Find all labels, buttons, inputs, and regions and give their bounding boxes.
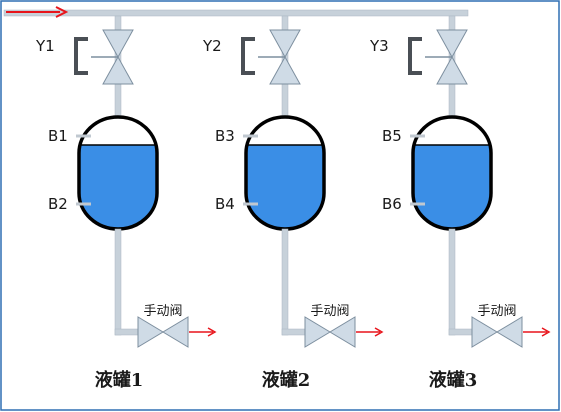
sensor-bottom-label: B2	[48, 195, 68, 213]
manual-valve-label: 手动阀	[310, 304, 349, 319]
manual-valve-body-right	[496, 316, 523, 348]
manual-valve-body-right	[162, 316, 189, 348]
outlet-pipe-horizontal	[114, 328, 140, 336]
manual-valve-body-left	[137, 316, 164, 348]
solenoid-valve-body-top	[102, 29, 134, 59]
solenoid-valve-body-bottom	[102, 55, 134, 85]
solenoid-valve-body-bottom	[269, 55, 301, 85]
sensor-top-label: B5	[382, 127, 402, 145]
actuator-bracket	[74, 37, 88, 75]
solenoid-valve-label: Y3	[369, 37, 389, 55]
inlet-flow-arrow	[6, 6, 69, 18]
sensor-top-label: B1	[48, 127, 68, 145]
solenoid-valve-label: Y2	[202, 37, 222, 55]
outlet-flow-arrowhead	[541, 327, 551, 337]
main-supply-pipe	[3, 9, 469, 17]
manual-valve-body-left	[471, 316, 498, 348]
solenoid-valve-body-top	[269, 29, 301, 59]
solenoid-valve-body-bottom	[436, 55, 468, 85]
outlet-flow-arrowhead	[207, 327, 217, 337]
tank-outline	[244, 115, 326, 231]
tank-liquid	[413, 145, 491, 229]
manual-valve-body-left	[304, 316, 331, 348]
manual-valve-label: 手动阀	[477, 304, 516, 319]
tank-name-label: 液罐2	[262, 369, 311, 391]
tank-outline	[77, 115, 159, 231]
manual-valve-body-right	[329, 316, 356, 348]
outlet-pipe-vertical	[114, 228, 122, 336]
solenoid-valve-body-top	[436, 29, 468, 59]
tank-liquid	[79, 145, 157, 229]
outlet-pipe-horizontal	[448, 328, 474, 336]
solenoid-valve-label: Y1	[35, 37, 55, 55]
manual-valve-label: 手动阀	[143, 304, 182, 319]
actuator-bracket	[408, 37, 422, 75]
sensor-top-label: B3	[215, 127, 235, 145]
outlet-flow-arrowhead	[374, 327, 384, 337]
outlet-pipe-horizontal	[281, 328, 307, 336]
tank-name-label: 液罐3	[429, 369, 478, 391]
sensor-bottom-label: B6	[382, 195, 402, 213]
tank-liquid	[246, 145, 324, 229]
sensor-bottom-label: B4	[215, 195, 235, 213]
actuator-bracket	[241, 37, 255, 75]
outlet-pipe-vertical	[281, 228, 289, 336]
tank-outline	[411, 115, 493, 231]
tank-name-label: 液罐1	[95, 369, 144, 391]
outlet-pipe-vertical	[448, 228, 456, 336]
